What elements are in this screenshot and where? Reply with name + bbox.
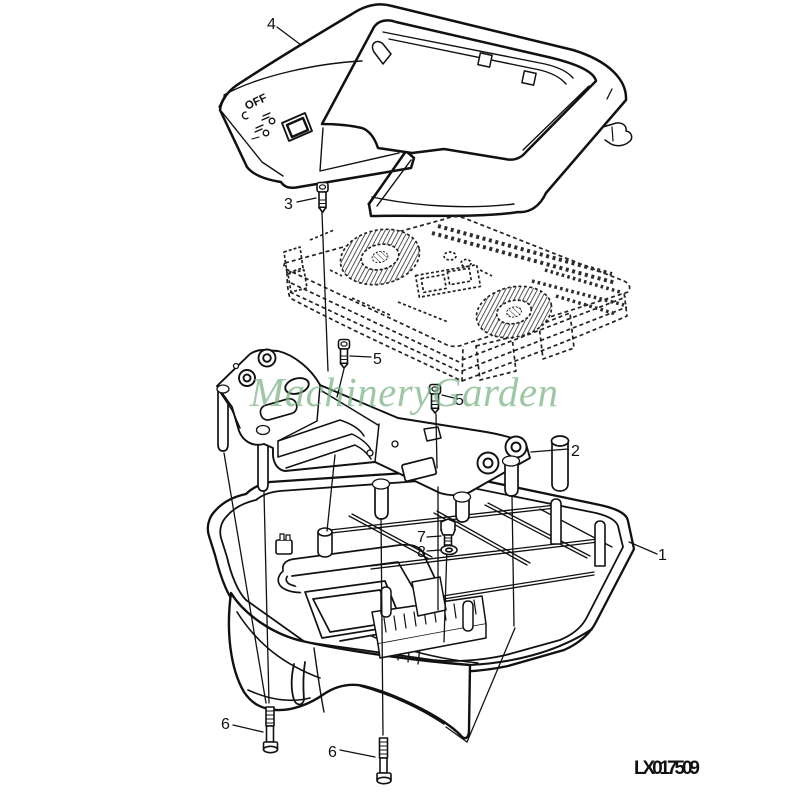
svg-text:6: 6 <box>328 744 337 761</box>
svg-text:5: 5 <box>373 351 382 368</box>
svg-text:1: 1 <box>658 547 667 564</box>
svg-text:4: 4 <box>267 16 276 33</box>
svg-text:3: 3 <box>284 196 293 213</box>
svg-text:LX017509: LX017509 <box>634 758 700 779</box>
svg-text:7: 7 <box>417 529 426 546</box>
svg-text:8: 8 <box>417 544 426 561</box>
svg-text:MachineryGarden: MachineryGarden <box>249 369 558 415</box>
svg-text:6: 6 <box>221 716 230 733</box>
svg-text:5: 5 <box>455 392 464 409</box>
svg-text:2: 2 <box>571 443 580 460</box>
